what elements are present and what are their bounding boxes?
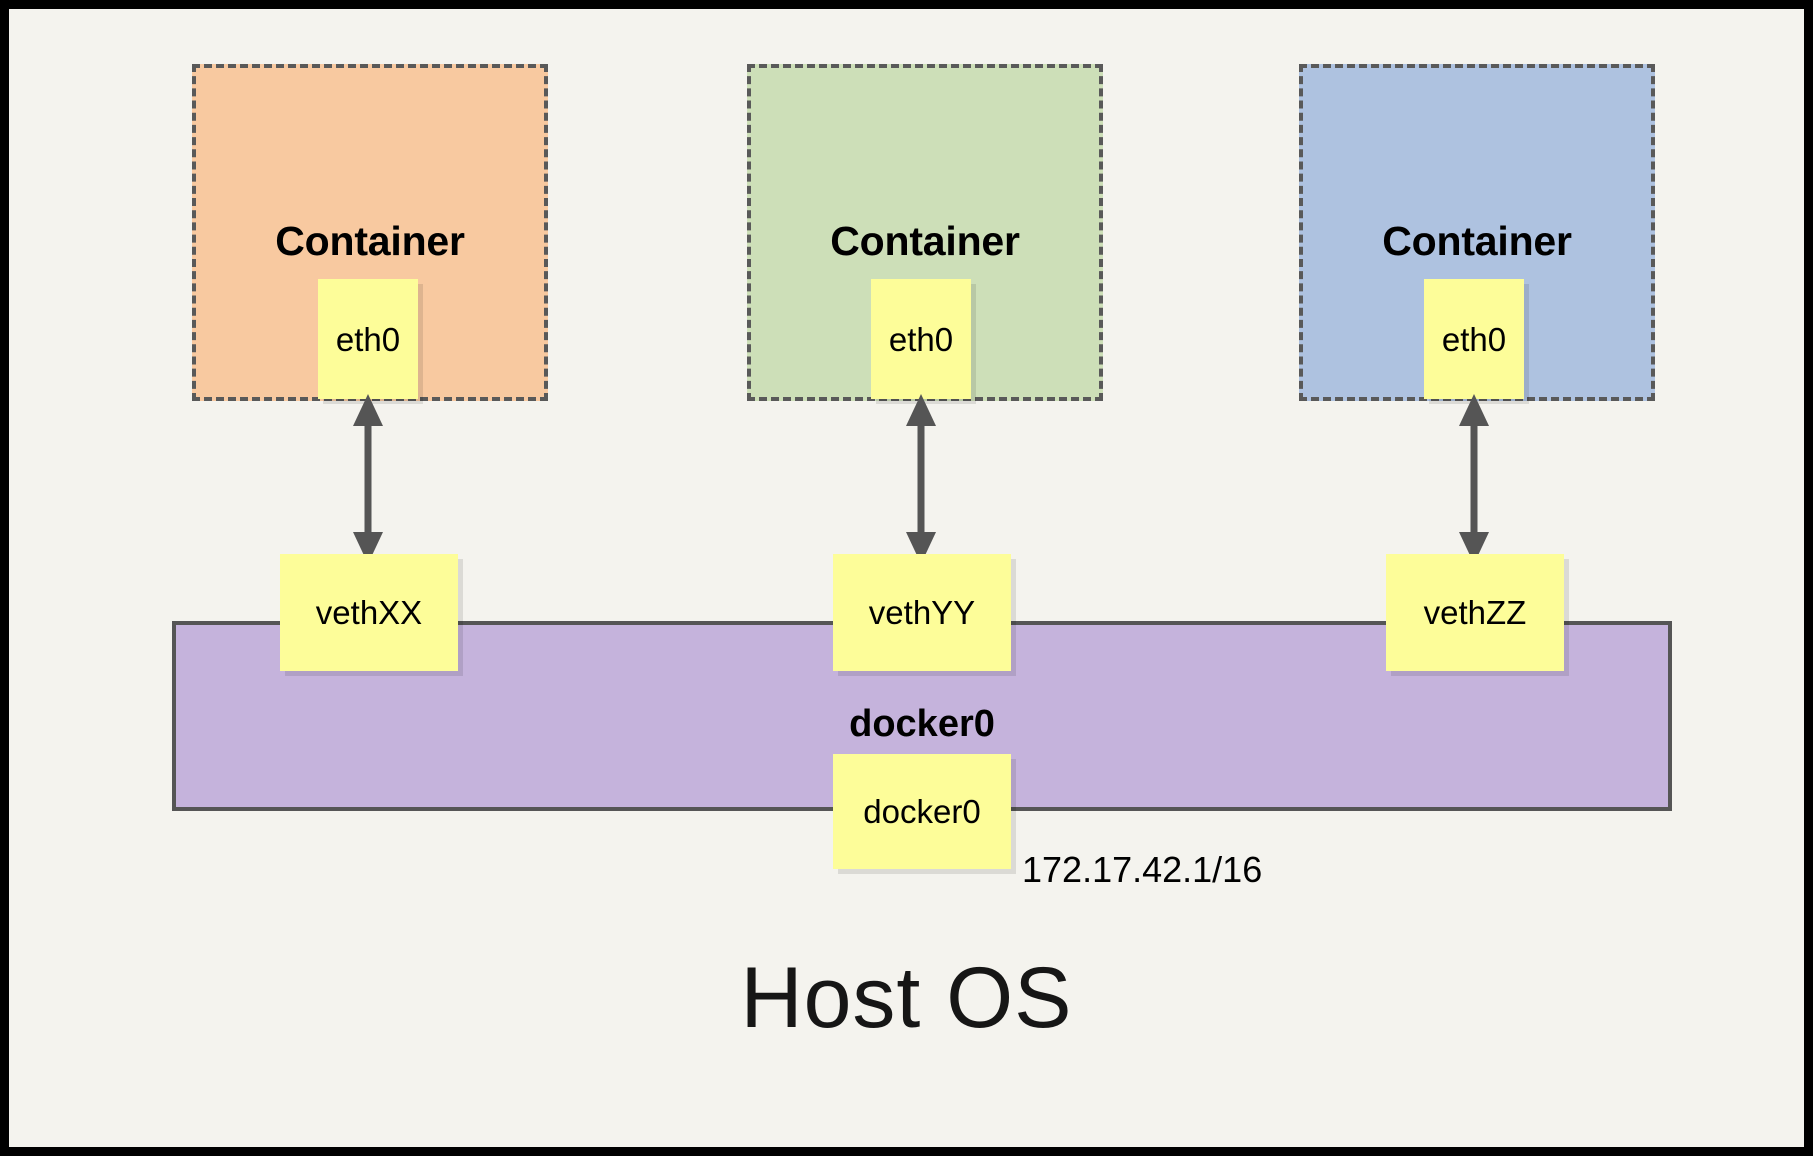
eth0-interface-note-3: eth0 xyxy=(1424,279,1524,399)
veth-note-vethyy: vethYY xyxy=(833,554,1011,671)
docker0-ip-address-label: 172.17.42.1/16 xyxy=(1022,849,1263,890)
eth0-interface-note-2: eth0 xyxy=(871,279,971,399)
veth-link-arrow-3 xyxy=(1459,394,1489,564)
docker0-bridge-label: docker0 xyxy=(849,703,995,745)
eth0-interface-note-1: eth0 xyxy=(318,279,418,399)
veth-link-arrow-2 xyxy=(906,394,936,564)
container-title: Container xyxy=(1382,218,1572,264)
veth-note-vethxx: vethXX xyxy=(280,554,458,671)
veth-link-arrow-1 xyxy=(353,394,383,564)
host-os-title: Host OS xyxy=(740,950,1073,1046)
veth-note-vethzz: vethZZ xyxy=(1386,554,1564,671)
container-title: Container xyxy=(275,218,465,264)
docker0-interface-note: docker0 xyxy=(833,754,1011,869)
container-title: Container xyxy=(830,218,1020,264)
